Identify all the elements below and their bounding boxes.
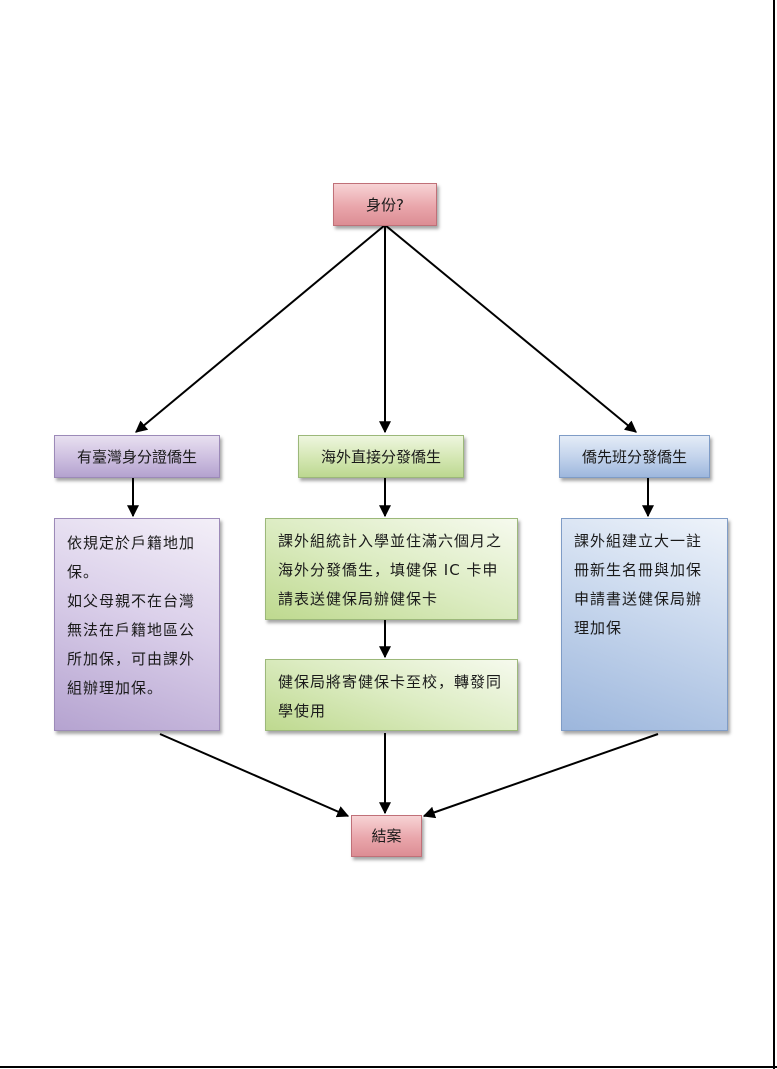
branch-left-body: 依規定於戶籍地加保。 如父母親不在台灣無法在戶籍地區公所加保，可由課外組辦理加保… xyxy=(54,518,220,731)
arrow-start-to-right xyxy=(384,224,637,433)
branch-middle-head-label: 海外直接分發僑生 xyxy=(320,447,441,466)
page-border-right xyxy=(773,0,775,1069)
branch-left-head-label: 有臺灣身分證僑生 xyxy=(76,447,197,466)
branch-right-body: 課外組建立大一註冊新生名冊與加保申請書送健保局辦理加保 xyxy=(561,518,728,731)
arrow-left-body-to-end xyxy=(159,733,350,818)
branch-middle-head: 海外直接分發僑生 xyxy=(298,435,464,478)
branch-left-head: 有臺灣身分證僑生 xyxy=(54,435,220,478)
arrow-right-body-to-end xyxy=(422,733,659,819)
branch-right-head-label: 僑先班分發僑生 xyxy=(581,447,687,466)
branch-middle-step1: 課外組統計入學並住滿六個月之海外分發僑生，填健保 IC 卡申請表送健保局辦健保卡 xyxy=(265,518,518,620)
branch-middle-step1-text: 課外組統計入學並住滿六個月之海外分發僑生，填健保 IC 卡申請表送健保局辦健保卡 xyxy=(278,532,503,608)
page-border-bottom xyxy=(0,1066,777,1068)
branch-right-head: 僑先班分發僑生 xyxy=(559,435,710,478)
start-label: 身份? xyxy=(366,195,404,214)
branch-left-body-line-1: 依規定於戶籍地加保。 xyxy=(67,534,196,581)
branch-right-body-text: 課外組建立大一註冊新生名冊與加保申請書送健保局辦理加保 xyxy=(574,532,703,637)
end-node: 結案 xyxy=(351,815,422,857)
branch-middle-step2-text: 健保局將寄健保卡至校，轉發同學使用 xyxy=(278,673,503,720)
arrow-start-to-left xyxy=(135,224,386,433)
branch-middle-step2: 健保局將寄健保卡至校，轉發同學使用 xyxy=(265,659,518,731)
start-node: 身份? xyxy=(333,183,437,226)
branch-left-body-line-2: 如父母親不在台灣無法在戶籍地區公所加保，可由課外組辦理加保。 xyxy=(67,592,196,697)
end-label: 結案 xyxy=(371,827,402,845)
